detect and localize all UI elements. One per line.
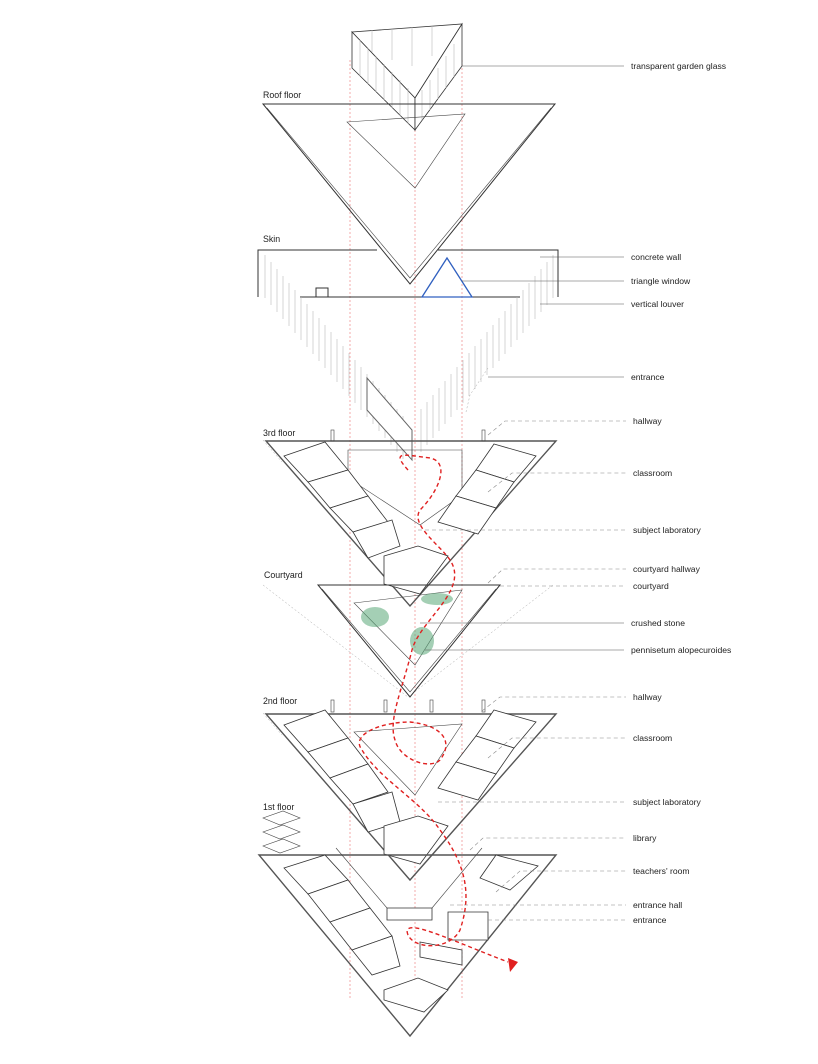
callout-2f-classroom: classroom: [633, 733, 672, 743]
callout-triangle-window: triangle window: [631, 276, 691, 286]
skin-layer: [257, 249, 559, 462]
callout-3f-subject-laboratory: subject laboratory: [633, 525, 702, 535]
floor-label-courtyard: Courtyard: [264, 570, 303, 580]
floor-labels: Roof floor Skin 3rd floor Courtyard 2nd …: [263, 90, 303, 812]
callout-entrance-hall: entrance hall: [633, 900, 682, 910]
transparent-garden-glass: [351, 22, 463, 132]
callout-courtyard: courtyard: [633, 581, 669, 591]
second-floor-plan: [262, 699, 558, 882]
first-floor-plan: [257, 810, 558, 1038]
callout-labels: transparent garden glass concrete wall t…: [631, 61, 731, 925]
third-floor-plan: [262, 429, 558, 608]
callout-courtyard-hallway: courtyard hallway: [633, 564, 701, 574]
roof-floor-slab: [261, 103, 557, 285]
floor-label-roof: Roof floor: [263, 90, 301, 100]
callout-2f-hallway: hallway: [633, 692, 662, 702]
floor-label-3rd: 3rd floor: [263, 428, 295, 438]
entrance-arrow-icon: [508, 958, 518, 972]
callout-concrete-wall: concrete wall: [631, 252, 681, 262]
circulation-path: [358, 454, 518, 972]
callout-transparent-garden-glass: transparent garden glass: [631, 61, 726, 71]
triangle-window: [420, 256, 474, 298]
callout-2f-subject-laboratory: subject laboratory: [633, 797, 702, 807]
callout-skin-entrance: entrance: [631, 372, 665, 382]
callout-library: library: [633, 833, 657, 843]
stair-stack: [262, 810, 301, 854]
courtyard-plan: [262, 584, 554, 698]
pennisetum-planting: [361, 593, 453, 655]
floor-label-skin: Skin: [263, 234, 280, 244]
skin-entrance-panel: [366, 376, 413, 462]
callout-crushed-stone: crushed stone: [631, 618, 685, 628]
callout-teachers-room: teachers' room: [633, 866, 690, 876]
floor-label-2nd: 2nd floor: [263, 696, 297, 706]
callout-1f-entrance: entrance: [633, 915, 667, 925]
callout-pennisetum: pennisetum alopecuroides: [631, 645, 731, 655]
callout-vertical-louver: vertical louver: [631, 299, 684, 309]
floor-label-1st: 1st floor: [263, 802, 294, 812]
callout-3f-hallway: hallway: [633, 416, 662, 426]
callout-3f-classroom: classroom: [633, 468, 672, 478]
callout-leaders: [418, 65, 626, 921]
vertical-louver-right: [420, 255, 554, 452]
